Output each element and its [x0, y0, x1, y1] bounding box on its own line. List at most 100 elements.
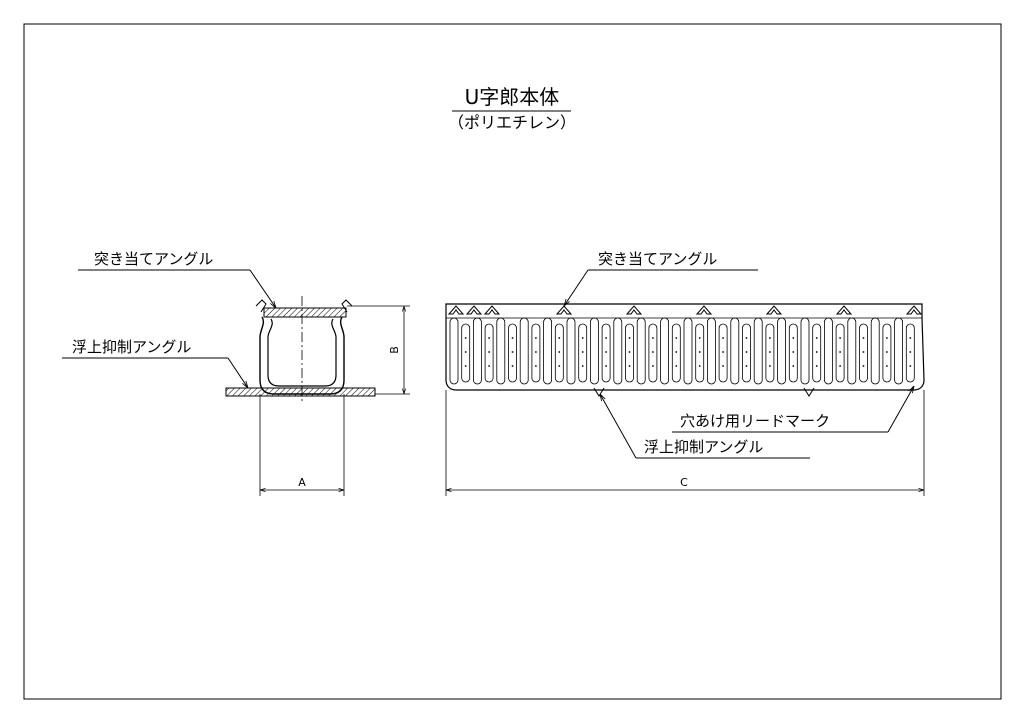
rib: [543, 317, 552, 385]
rib-dot: [675, 337, 678, 339]
side-callout-bottom-label: 浮上抑制アングル: [644, 438, 763, 456]
top-angle-section: [263, 307, 347, 318]
rib-dot: [652, 365, 654, 367]
rib-dot: [652, 351, 654, 353]
rib-dot: [815, 351, 818, 353]
rib-dot: [675, 351, 678, 353]
rib: [601, 323, 611, 383]
rib-dot: [511, 365, 514, 367]
rib: [812, 323, 822, 383]
side-callout-top-label: 突き当てアングル: [598, 250, 717, 268]
rib-dot: [769, 365, 771, 367]
angle-clip: [555, 305, 573, 315]
rib-dot: [886, 351, 888, 353]
rib: [496, 317, 506, 385]
rib: [824, 317, 833, 385]
dim-b-label: B: [388, 346, 401, 354]
rib-dot: [839, 351, 841, 353]
rib: [730, 317, 740, 385]
rib-dot: [488, 337, 490, 339]
rib: [636, 317, 646, 385]
angle-clip: [835, 305, 853, 315]
rib-dot: [464, 365, 467, 367]
rib: [753, 317, 763, 385]
rib: [578, 323, 588, 383]
dim-c-label: C: [680, 476, 688, 489]
drawing-title: U字郎本体: [465, 85, 560, 109]
rib: [590, 317, 599, 385]
rib-dot: [464, 351, 467, 353]
rib: [707, 317, 716, 385]
section-callout-bottom-label: 浮上抑制アングル: [72, 338, 191, 356]
rib-dot: [722, 365, 724, 367]
rib: [870, 317, 880, 385]
rib-dot: [745, 365, 748, 367]
rib-dot: [605, 351, 607, 353]
rib-dot: [581, 337, 584, 339]
rib-dot: [652, 337, 654, 339]
bottom-clip-2: [803, 387, 815, 397]
angle-clip: [905, 305, 923, 315]
rib: [449, 317, 459, 385]
rib: [671, 323, 681, 383]
rib: [765, 323, 775, 383]
rib: [566, 317, 576, 385]
rib: [742, 323, 751, 383]
rib-dot: [839, 365, 841, 367]
rib-dot: [698, 337, 701, 339]
rib: [847, 317, 857, 385]
rib: [660, 317, 669, 385]
rib: [472, 317, 482, 385]
angle-clip: [765, 305, 783, 315]
angle-clip: [465, 305, 483, 315]
rib-dot: [909, 365, 912, 367]
rib: [788, 323, 798, 383]
top-angle-clips: [447, 305, 923, 315]
rib-dot: [464, 337, 467, 339]
rib: [554, 323, 564, 383]
rib-dot: [769, 351, 771, 353]
rib-dot: [581, 365, 584, 367]
rib-dot: [745, 351, 748, 353]
rib-dot: [792, 337, 795, 339]
rib: [484, 323, 494, 383]
rib: [882, 323, 892, 383]
rib-dot: [628, 351, 631, 353]
rib-dot: [511, 351, 514, 353]
side-body-outline: [445, 303, 925, 391]
rib-dot: [535, 351, 537, 353]
rib: [695, 323, 705, 383]
rib: [718, 323, 728, 383]
rib-dot: [558, 365, 561, 367]
rib-dot: [558, 351, 561, 353]
rib-dot: [605, 337, 607, 339]
rib-dot: [488, 365, 490, 367]
dim-a-label: A: [298, 476, 306, 489]
rib-dot: [628, 365, 631, 367]
side-view: 突き当てアングル 穴あけ用リードマーク 浮上抑制アングル C: [445, 250, 925, 496]
rib-dot: [839, 337, 841, 339]
flange-left: [255, 299, 267, 313]
rib: [531, 323, 541, 383]
rib-dot: [862, 365, 865, 367]
flange-right: [341, 299, 353, 313]
rib: [613, 317, 623, 385]
rib-dot: [722, 337, 724, 339]
angle-clip: [447, 305, 465, 315]
rib-dot: [792, 365, 795, 367]
rib-dot: [909, 337, 912, 339]
angle-clip: [625, 305, 643, 315]
rib-dot: [815, 365, 818, 367]
rib: [835, 323, 845, 383]
rib-dot: [792, 351, 795, 353]
rib: [625, 323, 634, 383]
bottom-angle-section: [225, 387, 376, 397]
rib-dot: [675, 365, 678, 367]
rib-dot: [745, 337, 748, 339]
drawing-subtitle: （ポリエチレン）: [448, 113, 576, 132]
section-callout-top-label: 突き当てアングル: [94, 250, 213, 268]
rib: [519, 317, 529, 385]
rib-dot: [886, 337, 888, 339]
rib-dot: [511, 337, 514, 339]
